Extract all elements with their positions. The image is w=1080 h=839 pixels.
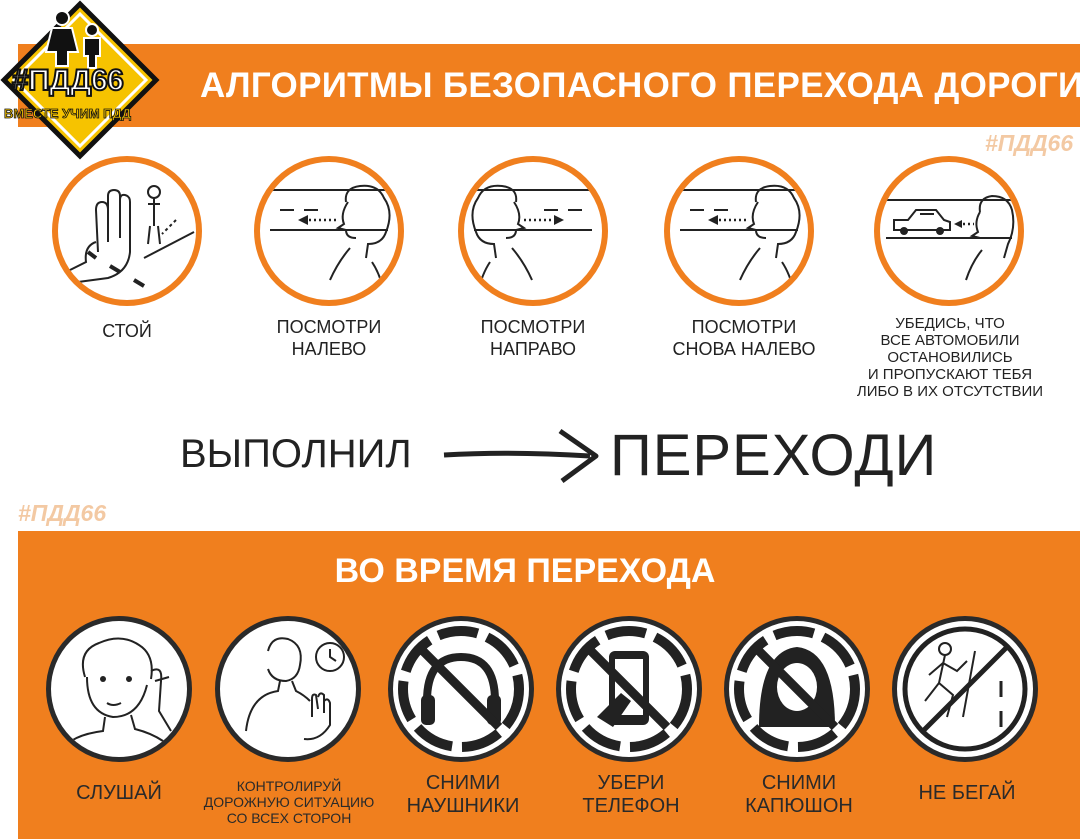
rule-label-listen: СЛУШАЙ [76,782,162,804]
rule-circle-no-phone [556,616,702,762]
step-label-cars-stopped: УБЕДИСЬ, ЧТО ВСЕ АВТОМОБИЛИ ОСТАНОВИЛИСЬ… [856,315,1044,400]
rule-circle-no-running [892,616,1038,762]
go-label: ПЕРЕХОДИ [610,423,938,488]
stop-hand-icon [65,185,195,288]
done-label: ВЫПОЛНИЛ [180,432,412,476]
no-headphones-icon [398,626,524,752]
step-circle-stop [52,156,202,306]
step-circle-cars-stopped [874,156,1024,306]
no-running-icon [902,626,1028,752]
rule-circle-listen [46,616,192,762]
step-circle-look-left [254,156,404,306]
logo-tag: #ПДД66 [11,63,125,98]
step-label-look-left-again: ПОСМОТРИ СНОВА НАЛЕВО [672,317,816,359]
listen-icon [60,637,172,752]
arrow-right-icon [443,428,599,484]
step-label-stop: СТОЙ [102,321,152,341]
rule-label-watch-around: КОНТРОЛИРУЙ ДОРОЖНУЮ СИТУАЦИЮ СО ВСЕХ СТ… [203,778,375,826]
rule-circle-no-hood [724,616,870,762]
watermark-top: #ПДД66 [985,130,1074,156]
look-left-again-icon [680,184,801,293]
step-label-look-left: ПОСМОТРИ НАЛЕВО [276,317,382,359]
no-phone-icon [566,626,692,752]
logo-slogan: ВМЕСТЕ УЧИМ ПДД [4,106,132,122]
step-circle-look-left-again [664,156,814,306]
rule-label-no-headphones: СНИМИ НАУШНИКИ [406,772,520,817]
watch-around-icon [245,637,345,741]
rule-label-no-phone: УБЕРИ ТЕЛЕФОН [582,772,680,817]
watermark-bottom: #ПДД66 [18,500,107,526]
logo-badge-icon [0,0,160,160]
rule-label-no-hood: СНИМИ КАПЮШОН [745,772,853,817]
page-title: АЛГОРИТМЫ БЕЗОПАСНОГО ПЕРЕХОДА ДОРОГИ [200,66,1080,105]
rule-label-no-running: НЕ БЕГАЙ [918,782,1016,804]
step-label-look-right: ПОСМОТРИ НАПРАВО [480,317,586,359]
logo: #ПДД66 ВМЕСТЕ УЧИМ ПДД [0,0,160,160]
step-circle-look-right [458,156,608,306]
rule-circle-no-headphones [388,616,534,762]
look-right-icon [471,184,592,293]
crossing-title: ВО ВРЕМЯ ПЕРЕХОДА [334,552,716,590]
look-left-icon [270,184,391,293]
car-stopped-icon [886,194,1015,281]
no-hood-icon [734,626,860,752]
rule-circle-watch-around [215,616,361,762]
header-band [18,44,1080,127]
